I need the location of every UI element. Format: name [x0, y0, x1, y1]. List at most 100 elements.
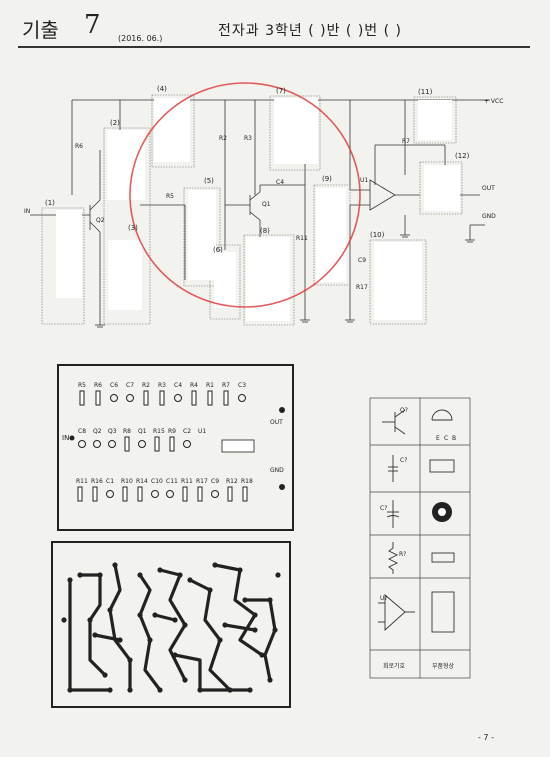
layout-resistor	[197, 486, 203, 502]
layout-part-label: C2	[183, 428, 191, 435]
block-label-10: (10)	[370, 231, 385, 239]
legend-label-u: U?	[380, 595, 388, 602]
pcb-pad	[187, 577, 193, 583]
layout-part-label: R5	[78, 382, 86, 389]
pcb-pad	[127, 657, 133, 663]
pcb-pad	[102, 672, 108, 678]
layout-part-label: R11	[76, 478, 88, 485]
layout-capacitor-or-transistor	[78, 440, 86, 448]
pcb-pad	[242, 597, 248, 603]
block-label-12: (12)	[455, 152, 470, 160]
layout-resistor	[191, 390, 197, 406]
layout-part-label: R12	[226, 478, 238, 485]
layout-capacitor-or-transistor	[93, 440, 101, 448]
layout-capacitor-or-transistor	[211, 490, 219, 498]
layout-capacitor-or-transistor	[183, 440, 191, 448]
layout-part-label: C9	[211, 478, 219, 485]
pcb-pad	[222, 622, 228, 628]
block-label-2: (2)	[110, 119, 120, 127]
exam-title: 기출	[22, 18, 59, 42]
legend-label-c2: C?	[380, 505, 387, 512]
pcb-traces	[68, 563, 277, 692]
pcb-pad	[97, 572, 103, 578]
layout-part-label: R6	[94, 382, 102, 389]
layout-out-pad	[279, 407, 285, 413]
layout-capacitor-or-transistor	[166, 490, 174, 498]
part-label-q2: Q2	[96, 217, 105, 224]
legend-label-c1: C?	[400, 457, 407, 464]
legend-label-q: Q?	[400, 407, 408, 414]
pcb-pad	[227, 687, 233, 693]
terminal-vcc-label: + VCC	[484, 98, 503, 105]
pcb-pad	[137, 612, 143, 618]
exam-date: (2016. 06.)	[118, 34, 163, 43]
layout-part-label: R1	[206, 382, 214, 389]
layout-part-label: Q3	[108, 428, 117, 435]
layout-capacitor-or-transistor	[174, 394, 182, 402]
layout-part-label: R17	[196, 478, 208, 485]
pcb-pad	[117, 637, 123, 643]
pcb-pad	[67, 577, 73, 583]
terminal-gnd-label: GND	[482, 213, 496, 220]
layout-resistor	[143, 390, 149, 406]
layout-resistor	[242, 486, 248, 502]
pcb-pad	[127, 687, 133, 693]
layout-resistor	[227, 486, 233, 502]
layout-part-label: R8	[123, 428, 131, 435]
part-label-c4: C4	[276, 179, 284, 186]
layout-capacitor-or-transistor	[238, 394, 246, 402]
legend-pin-e: E	[436, 435, 440, 442]
layout-part-label: R15	[153, 428, 165, 435]
layout-part-label: R2	[142, 382, 150, 389]
ground-symbols	[95, 234, 475, 328]
layout-part-label: C11	[166, 478, 178, 485]
layout-part-label: C4	[174, 382, 182, 389]
part-label-u1: U1	[360, 177, 368, 184]
layout-gnd-label: GND	[270, 467, 284, 474]
legend-symbols	[378, 409, 455, 633]
legend-pin-b: B	[452, 435, 456, 442]
layout-part-label: U1	[198, 428, 206, 435]
block-outlines	[41, 94, 463, 326]
layout-resistor	[77, 486, 83, 502]
layout-components	[77, 390, 248, 502]
block-label-3: (3)	[128, 224, 138, 232]
part-label-r6: R6	[75, 143, 83, 150]
pcb-pad	[152, 612, 158, 618]
layout-part-label: C6	[110, 382, 118, 389]
layout-resistor	[124, 436, 130, 452]
layout-part-label: R11	[181, 478, 193, 485]
block-label-1: (1)	[45, 199, 55, 207]
pcb-pad	[172, 652, 178, 658]
header-rule	[18, 46, 530, 48]
student-info-line: 전자과 3학년 ( )반 ( )번 ( )	[218, 23, 402, 39]
layout-out-label: OUT	[270, 419, 283, 426]
pcb-pad	[217, 637, 223, 643]
pcb-frame	[51, 541, 291, 708]
red-annotation-circle	[129, 82, 361, 308]
layout-part-label: C1	[106, 478, 114, 485]
pcb-pad	[67, 687, 73, 693]
block-label-5: (5)	[204, 177, 214, 185]
pcb-pad	[275, 572, 281, 578]
layout-resistor	[95, 390, 101, 406]
part-label-r2: R2	[219, 135, 227, 142]
pcb-pad	[252, 612, 258, 618]
layout-resistor	[159, 390, 165, 406]
pcb-pad	[197, 687, 203, 693]
terminal-out-label: OUT	[482, 185, 495, 192]
pcb-pad	[267, 597, 273, 603]
pcb-pad	[172, 617, 178, 623]
layout-part-label: R14	[136, 478, 148, 485]
block-label-9: (9)	[322, 175, 332, 183]
part-label-r5: R5	[166, 193, 174, 200]
part-label-r11: R11	[296, 235, 308, 242]
layout-resistor	[122, 486, 128, 502]
pcb-pad	[237, 567, 243, 573]
layout-capacitor-or-transistor	[138, 440, 146, 448]
pcb-pad	[61, 617, 67, 623]
layout-gnd-pad	[279, 484, 285, 490]
block-label-7: (7)	[276, 87, 286, 95]
layout-part-label: R4	[190, 382, 198, 389]
